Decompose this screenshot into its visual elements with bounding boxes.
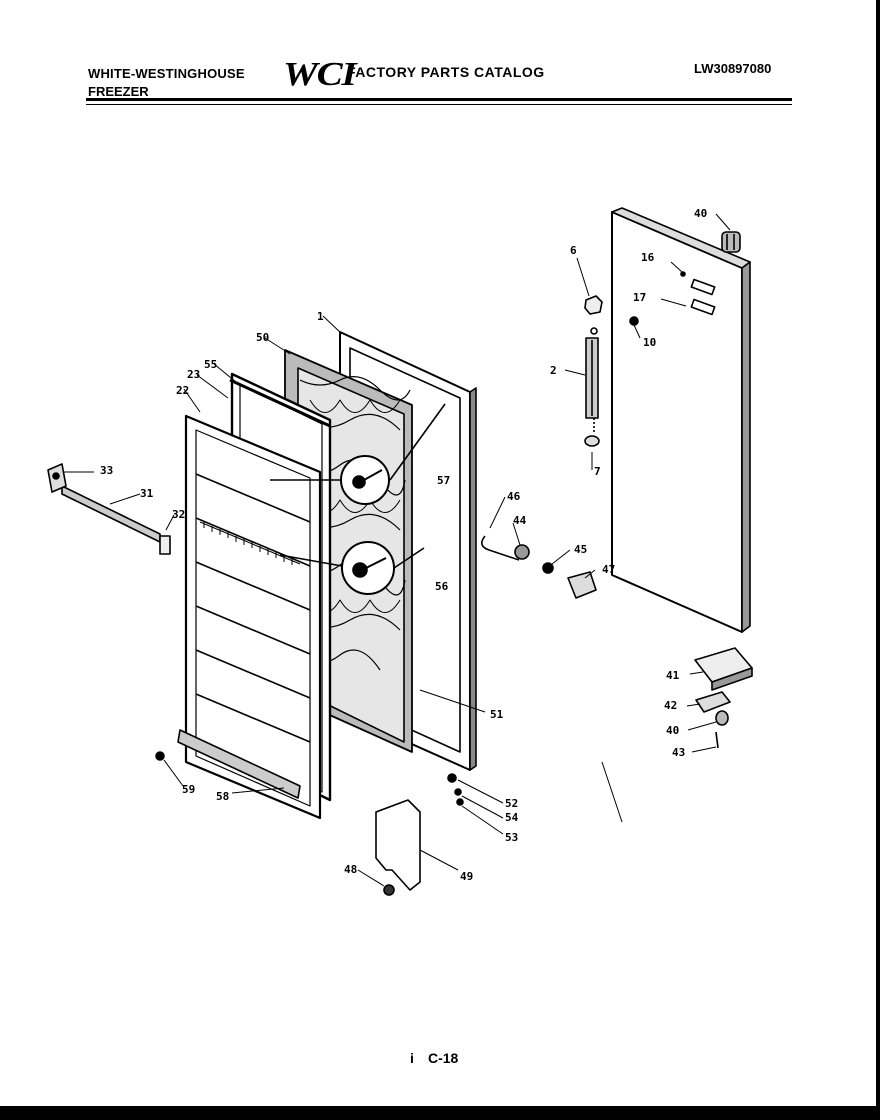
callout-55: 55 <box>204 358 217 371</box>
top-trim-bar <box>47 463 171 555</box>
callout-6: 6 <box>570 244 577 257</box>
footer-mark: i <box>410 1050 414 1066</box>
callout-33: 33 <box>100 464 113 477</box>
callout-58: 58 <box>216 790 229 803</box>
callout-59: 59 <box>182 783 195 796</box>
callout-42: 42 <box>664 699 677 712</box>
callout-57: 57 <box>437 474 450 487</box>
wci-logo: WCI <box>283 56 357 93</box>
callout-40-bottom: 40 <box>666 724 679 737</box>
callout-56: 56 <box>435 580 449 593</box>
page-number: C-18 <box>428 1050 459 1066</box>
bottom-bracket <box>375 773 464 896</box>
callout-47: 47 <box>602 563 615 576</box>
catalog-title: FACTORY PARTS CATALOG <box>347 64 545 80</box>
callout-51: 51 <box>490 708 504 721</box>
callout-45: 45 <box>574 543 587 556</box>
product-type: FREEZER <box>88 84 149 99</box>
callout-32: 32 <box>172 508 185 521</box>
callout-17: 17 <box>633 291 646 304</box>
callout-50: 50 <box>256 331 269 344</box>
callout-31: 31 <box>140 487 154 500</box>
bottom-hinge-parts <box>694 231 753 749</box>
callout-49: 49 <box>460 870 473 883</box>
callout-10: 10 <box>643 336 656 349</box>
callout-7: 7 <box>594 465 601 478</box>
scan-border-right <box>876 0 880 1120</box>
callout-2: 2 <box>550 364 557 377</box>
callout-52: 52 <box>505 797 518 810</box>
bottom-trim-strip <box>155 729 301 799</box>
callout-41: 41 <box>666 669 680 682</box>
brand-name: WHITE-WESTINGHOUSE <box>88 66 245 81</box>
detail-circles <box>270 403 446 595</box>
scan-border-bottom <box>0 1106 880 1120</box>
callout-53: 53 <box>505 831 518 844</box>
callout-44: 44 <box>513 514 527 527</box>
callout-1: 1 <box>317 310 324 323</box>
callout-48: 48 <box>344 863 357 876</box>
header-rule-thin <box>86 104 792 105</box>
header-rule-thick <box>86 98 792 101</box>
outer-door-panel <box>611 207 751 633</box>
callout-16: 16 <box>641 251 655 264</box>
callout-54: 54 <box>505 811 519 824</box>
inner-door-liner <box>184 414 322 820</box>
callout-23: 23 <box>187 368 200 381</box>
callout-46: 46 <box>507 490 521 503</box>
callout-43: 43 <box>672 746 685 759</box>
model-number: LW30897080 <box>694 61 772 76</box>
callout-40-top: 40 <box>694 207 707 220</box>
callout-22: 22 <box>176 384 189 397</box>
door-switch-parts <box>481 535 597 599</box>
door-handle <box>584 295 603 447</box>
leader-lines <box>64 213 731 887</box>
